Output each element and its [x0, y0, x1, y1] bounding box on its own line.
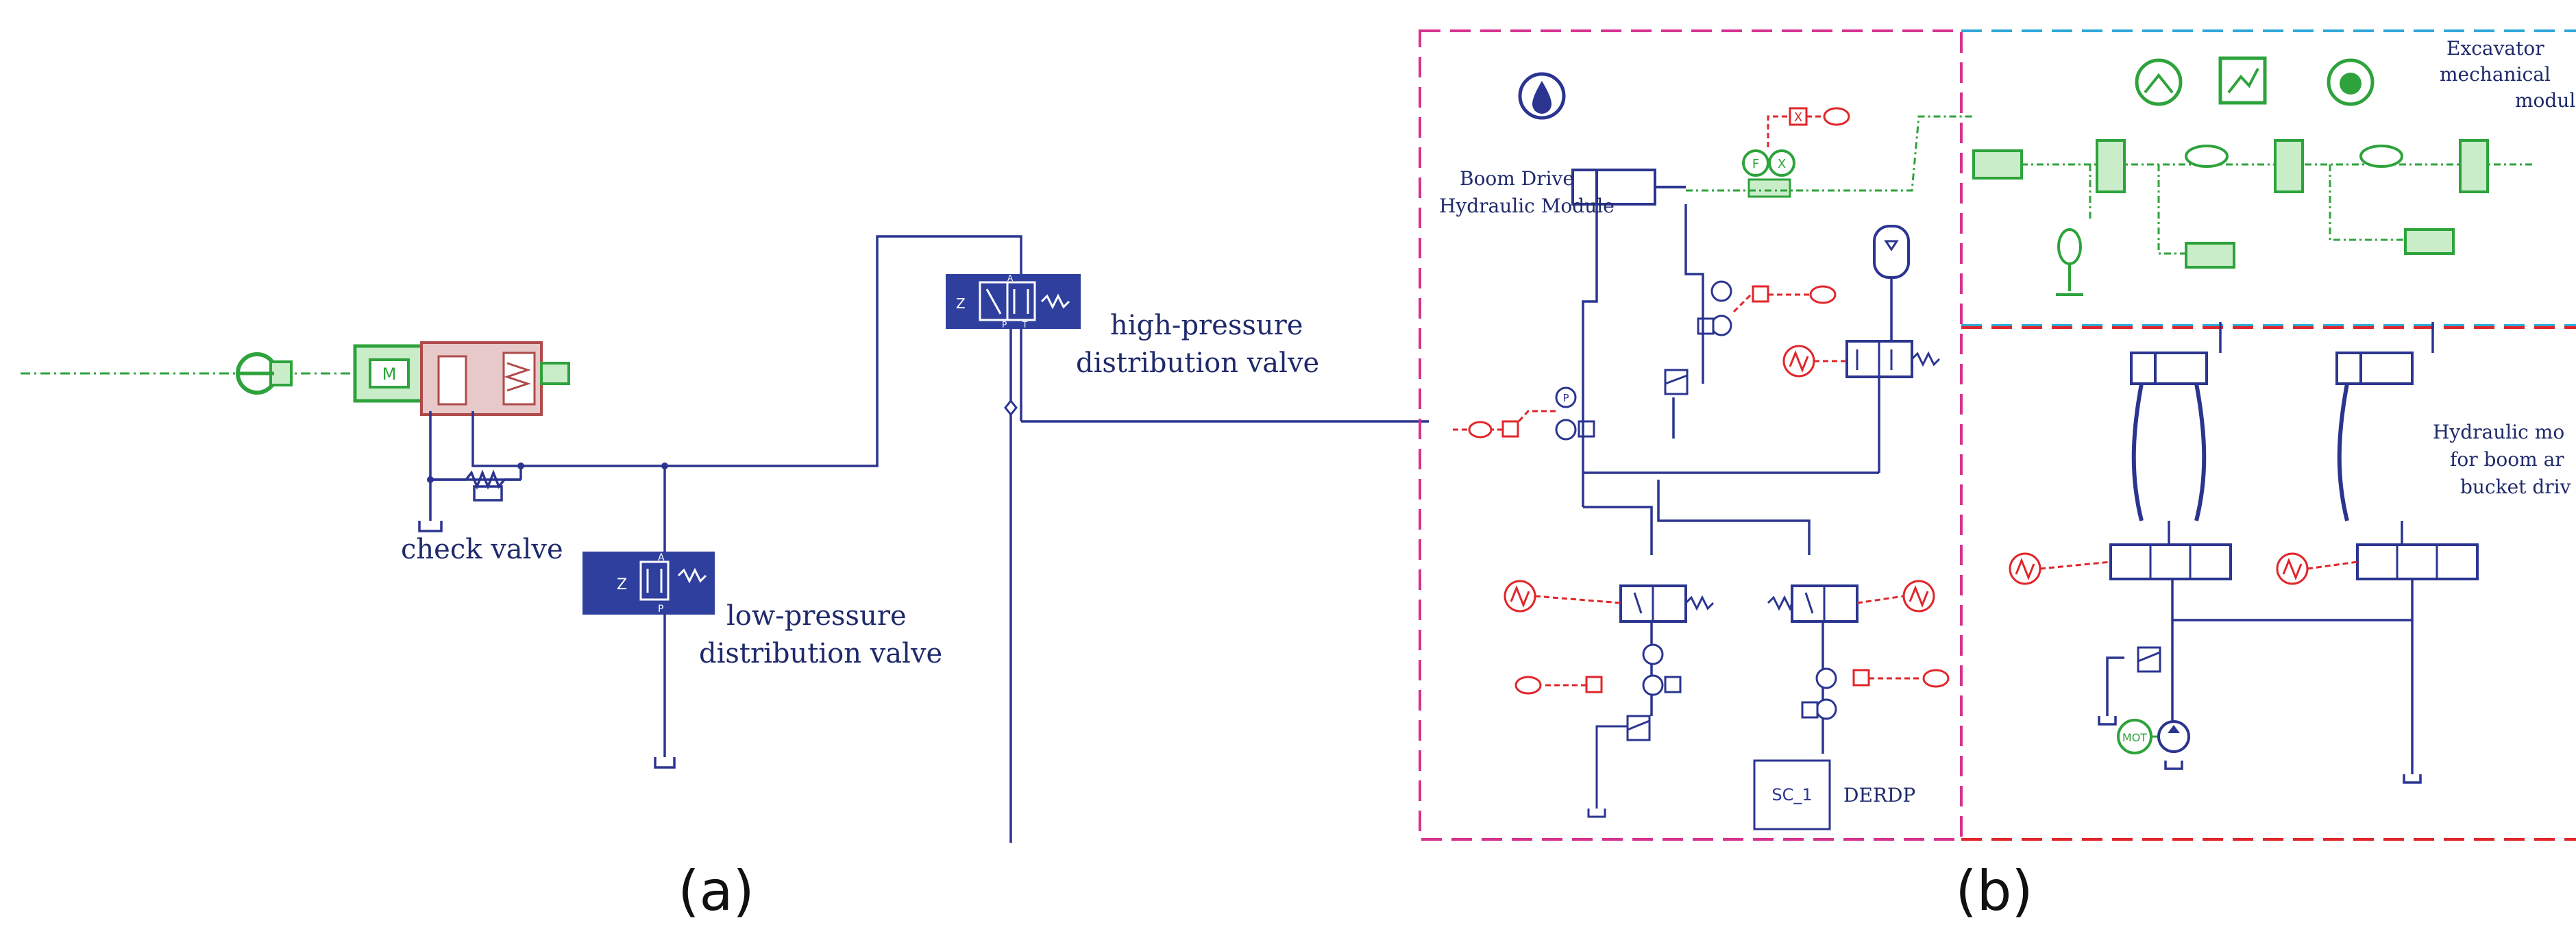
port-p-label: P: [1002, 320, 1007, 330]
high-pressure-label-2: distribution valve: [1076, 347, 1319, 379]
motor-label: MOT: [2122, 731, 2147, 744]
boom-sensor-group-2: [1697, 280, 1837, 336]
low-pressure-label-2: distribution valve: [699, 638, 942, 669]
relief-valve-lower: [1587, 715, 1651, 818]
check-valve-spring: [430, 466, 522, 502]
panel-b: F X X P: [1419, 29, 2576, 923]
boom-hydraulic-lines: [1582, 204, 1893, 754]
signal-generator-icon: [1856, 580, 1935, 613]
high-pressure-valve: Z A P T: [946, 273, 1081, 330]
excavator-label-2: mechanical: [2440, 63, 2551, 86]
kinematics-icon: [2135, 58, 2183, 106]
hydraulic-label-3: bucket driv: [2460, 476, 2571, 498]
signal-generator-icon: [1782, 345, 1847, 378]
panel-a: M: [21, 235, 1429, 923]
boom-module-border: [1419, 29, 1963, 841]
multiplier-symbol: X: [1794, 110, 1802, 125]
bucket-valves: [2109, 543, 2479, 580]
accumulator: [1873, 225, 1910, 279]
tank-symbol: [2098, 716, 2422, 784]
junction-dot: [517, 463, 524, 469]
boom-directional-valve: [1845, 340, 1941, 378]
signal-generator-icon: [1504, 580, 1621, 613]
tank-symbol: [418, 521, 676, 769]
mechanical-link-line: [1686, 115, 1974, 192]
port-a-label: A: [658, 552, 665, 563]
port-p-label: P: [658, 604, 663, 615]
bucket-hydraulic-lines: [2106, 322, 2434, 774]
boom-lower-sensors: [1514, 643, 1950, 720]
check-valve-assembly: [420, 341, 570, 416]
pressure-symbol: P: [1562, 392, 1569, 404]
hydraulic-label-1: Hydraulic mo: [2433, 421, 2564, 443]
force-symbol: F: [1752, 157, 1759, 171]
caption-b: (b): [1955, 859, 2033, 923]
junction-dot: [661, 463, 668, 469]
junction-dot: [427, 476, 434, 483]
caption-a: (a): [678, 859, 754, 923]
low-pressure-label-1: low-pressure: [726, 600, 907, 632]
boom-cylinder: [1571, 169, 1686, 206]
motor-symbol: M: [382, 365, 397, 384]
bucket-relief-valve: [2137, 646, 2161, 673]
high-pressure-label-1: high-pressure: [1110, 310, 1303, 341]
excavator-label-3: module: [2515, 89, 2576, 112]
hydraulic-label-2: for boom ar: [2450, 448, 2564, 471]
boom-sensor-group: P: [1453, 386, 1595, 441]
motor-block: M: [353, 344, 426, 403]
spring-symbol: Z: [617, 576, 627, 593]
signal-generator-icon: [2009, 552, 2358, 585]
excavator-label-1: Excavator: [2446, 37, 2544, 60]
excavator-mechanism: [1972, 139, 2536, 296]
derdp-label: DERDP: [1843, 784, 1915, 806]
boom-lower-valve-left: [1619, 584, 1715, 623]
chart-icon: [2218, 56, 2267, 105]
body-icon: [2327, 58, 2375, 106]
actuator-icon: [236, 352, 293, 395]
boom-lower-valve-right: [1767, 584, 1859, 623]
sc-block: SC_1: [1753, 759, 1831, 830]
boom-label-1: Boom Drive: [1460, 167, 1574, 190]
signal-sensors: X: [1767, 107, 1850, 147]
port-t-label: T: [1022, 320, 1028, 330]
displacement-symbol: X: [1778, 157, 1786, 171]
junction-diamond: [1004, 399, 1018, 417]
relief-valve-boom: [1664, 369, 1689, 395]
port-a-label: A: [1007, 273, 1014, 283]
bucket-drive-cylinders: [2130, 352, 2414, 521]
sc-block-label: SC_1: [1771, 785, 1812, 804]
motor-pump: MOT: [2117, 719, 2190, 754]
check-valve-label: check valve: [401, 534, 563, 565]
hydraulic-drop-icon: [1518, 72, 1566, 120]
force-sensor-icon: F X: [1742, 149, 1795, 198]
low-pressure-valve: Z A P: [582, 552, 715, 615]
spring-symbol: Z: [956, 295, 966, 312]
boom-label-2: Hydraulic Module: [1439, 195, 1615, 217]
